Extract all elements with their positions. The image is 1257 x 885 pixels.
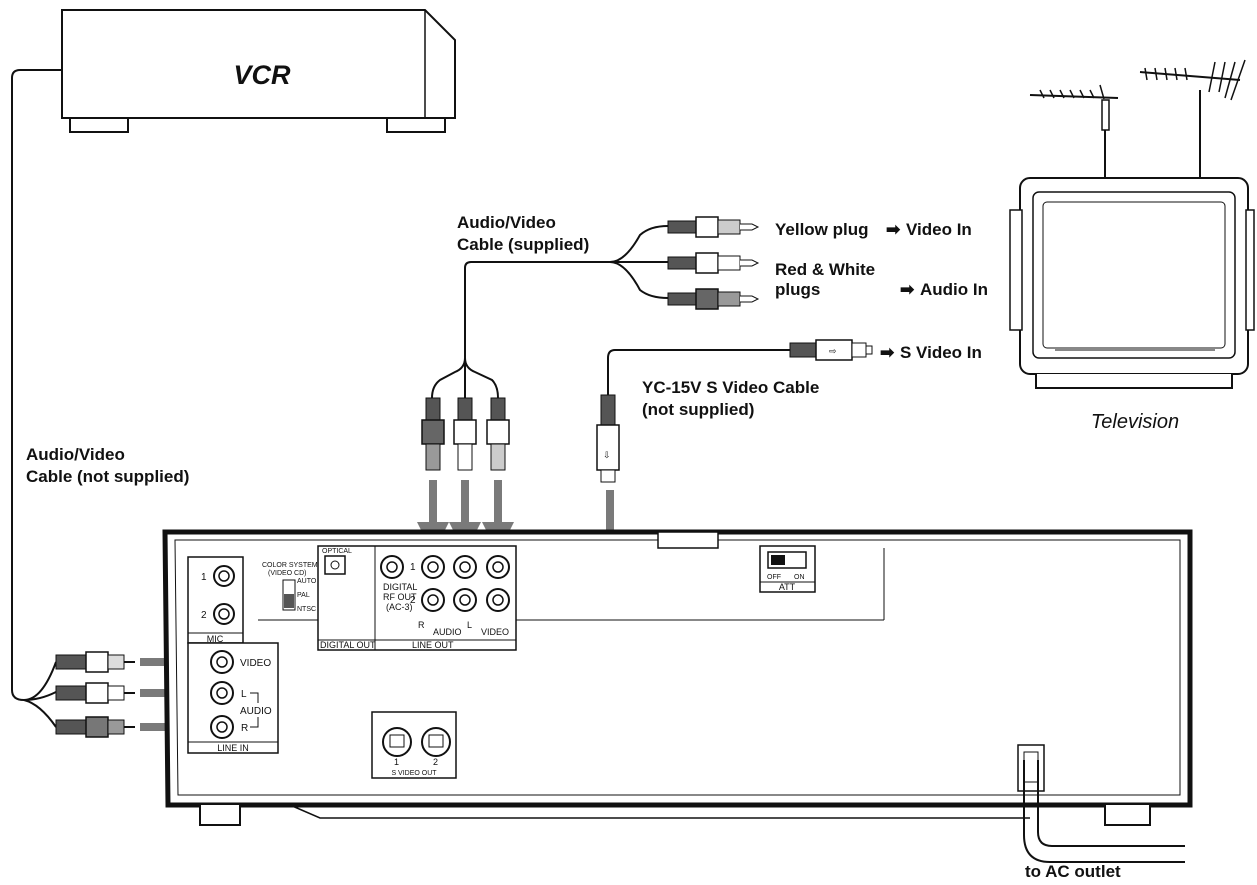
digital-rf-label: DIGITAL: [383, 582, 417, 592]
vcr-plug-video: [55, 651, 135, 673]
svg-text:⇨: ⇨: [829, 346, 837, 356]
mic-label: MIC: [207, 634, 224, 644]
ntsc-label: NTSC: [297, 606, 316, 613]
mic-2-label: 2: [201, 610, 207, 621]
video-in-label: Video In: [906, 220, 972, 239]
s-video-1-label: 1: [394, 757, 399, 767]
vcr-plug-audio-l: [55, 682, 135, 704]
player-rear-panel: 1 2 MIC COLOR SYSTEM (VIDEO CD) AUTO PAL…: [162, 529, 1193, 863]
red-white-label: Red & White: [775, 260, 875, 279]
arrow-glyph-3: ➡: [880, 343, 895, 362]
digital-rf-label-2: RF OUT: [383, 592, 417, 602]
optical-label: OPTICAL: [322, 548, 352, 555]
digital-out-label: DIGITAL OUT: [320, 640, 376, 650]
s-video-2-label: 2: [433, 757, 438, 767]
line-out-jacks: [421, 555, 510, 612]
s-video-in-label: S Video In: [900, 343, 982, 362]
line-in-video-label: VIDEO: [240, 658, 271, 669]
s-video-cable-label: YC-15V S Video Cable: [642, 378, 819, 397]
av-cable-supplied-label-2: Cable (supplied): [457, 235, 589, 254]
audio-r-label: R: [418, 620, 425, 630]
av-cable-supplied: [421, 216, 760, 471]
television-label: Television: [1091, 411, 1179, 433]
ac-outlet-label: to AC outlet: [1025, 862, 1121, 881]
line-in-r-label: R: [241, 723, 248, 734]
att-off-label: OFF: [767, 574, 781, 581]
line-in-l-label: L: [241, 689, 247, 700]
line-out-row-2: 2: [410, 595, 416, 606]
line-in-audio-label: AUDIO: [240, 706, 272, 717]
svg-text:⇩: ⇩: [603, 450, 611, 460]
av-cable-supplied-label: Audio/Video: [457, 213, 556, 232]
digital-rf-label-3: (AC-3): [386, 602, 413, 612]
color-system-label: COLOR SYSTEM: [262, 562, 318, 569]
video-out-label: VIDEO: [481, 627, 509, 637]
line-out-row-1: 1: [410, 562, 416, 573]
att-label: ATT: [779, 582, 796, 592]
television: Television: [1009, 59, 1255, 433]
auto-label: AUTO: [297, 578, 317, 585]
audio-l-label: L: [467, 620, 472, 630]
av-cable-not-supplied-label-2: Cable (not supplied): [26, 467, 189, 486]
vcr-label: VCR: [233, 60, 291, 90]
arrow-glyph-1: ➡: [886, 220, 901, 239]
vcr-plug-audio-r: [55, 716, 135, 738]
att-on-label: ON: [794, 574, 805, 581]
mic-1-label: 1: [201, 572, 207, 583]
yellow-plug-label: Yellow plug: [775, 220, 869, 239]
vcr-cable: [11, 69, 62, 728]
line-out-label: LINE OUT: [412, 640, 454, 650]
s-video-cable-label-2: (not supplied): [642, 400, 754, 419]
line-in-label: LINE IN: [217, 743, 249, 753]
s-video-out-label: S VIDEO OUT: [391, 770, 437, 777]
av-cable-not-supplied-label: Audio/Video: [26, 445, 125, 464]
audio-label: AUDIO: [433, 627, 462, 637]
vcr-unit: VCR: [61, 9, 456, 133]
arrow-glyph-2: ➡: [900, 280, 915, 299]
pal-label: PAL: [297, 592, 310, 599]
s-video-cable: ⇨ ⇩: [596, 339, 873, 483]
color-system-sub: (VIDEO CD): [268, 570, 307, 577]
red-white-label-2: plugs: [775, 280, 820, 299]
audio-in-label: Audio In: [920, 280, 988, 299]
